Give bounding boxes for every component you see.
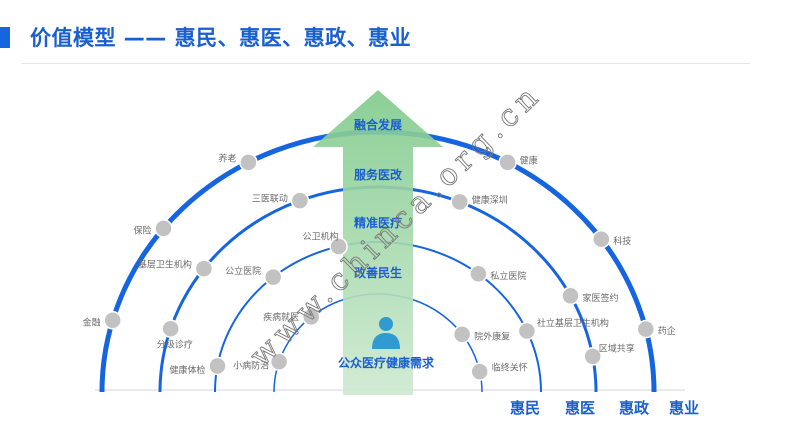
node-label-second-left-1: 三医联动 <box>252 194 288 205</box>
node-inner-left-2 <box>269 352 289 371</box>
node-second-right-3 <box>583 347 602 366</box>
node-outer-right-2 <box>592 229 611 249</box>
node-label-inner-left-1: 疾病就医 <box>263 311 299 323</box>
node-label-outer-right-1: 健康 <box>520 154 538 166</box>
title-accent-bar <box>0 27 10 48</box>
node-third-left-3 <box>208 356 227 376</box>
node-label-second-right-1: 健康深圳 <box>472 194 508 206</box>
node-second-left-1 <box>290 191 310 210</box>
bottom-label-huizheng: 惠政 <box>619 399 650 417</box>
node-second-right-1 <box>450 192 469 212</box>
node-label-third-left-3: 健康体检 <box>169 364 205 376</box>
node-label-outer-right-3: 药企 <box>658 325 676 337</box>
bottom-label-huiyi: 惠医 <box>565 399 595 417</box>
node-inner-left-1 <box>301 307 321 327</box>
node-label-third-right-1: 私立医院 <box>490 270 526 282</box>
node-label-third-left-1: 公卫机构 <box>303 231 339 243</box>
node-label-inner-right-2: 临终关怀 <box>492 362 528 374</box>
node-second-left-2 <box>194 259 214 278</box>
node-outer-left-1 <box>239 153 258 172</box>
node-label-third-left-2: 公立医院 <box>225 265 261 277</box>
node-second-right-2 <box>561 286 580 306</box>
bottom-label-huiye: 惠业 <box>669 399 699 417</box>
node-third-left-1 <box>329 237 348 256</box>
node-label-second-right-3: 区域共享 <box>599 342 635 354</box>
node-outer-left-3 <box>103 311 122 330</box>
node-label-third-right-2: 社立基层卫生机构 <box>537 317 609 329</box>
node-label-outer-right-2: 科技 <box>613 235 631 247</box>
node-outer-left-2 <box>154 219 173 238</box>
arrow-level-1: 融合发展 <box>354 117 402 132</box>
node-inner-right-2 <box>470 362 489 381</box>
node-label-inner-right-1: 院外康复 <box>474 330 510 342</box>
bottom-label-huimin: 惠民 <box>510 399 540 417</box>
node-outer-right-1 <box>498 153 517 172</box>
node-label-second-right-2: 家医签约 <box>583 292 619 304</box>
arrow-level-2: 服务医改 <box>354 167 403 182</box>
person-icon <box>372 317 400 349</box>
node-second-left-3 <box>161 319 180 338</box>
node-label-outer-left-3: 金融 <box>83 316 101 328</box>
page-title: 价值模型 —— 惠民、惠医、惠政、惠业 <box>30 26 412 50</box>
arrow-level-3: 精准医疗 <box>354 215 402 230</box>
node-inner-right-1 <box>452 325 472 344</box>
node-label-second-left-2: 基层卫生机构 <box>138 259 192 271</box>
node-label-inner-left-2: 小病防治 <box>233 360 269 372</box>
node-third-right-2 <box>517 321 537 341</box>
arrow-base-label: 公众医疗健康需求 <box>338 355 435 370</box>
title-divider <box>22 63 750 64</box>
node-outer-right-3 <box>636 319 656 339</box>
central-arrow <box>313 90 443 395</box>
node-third-right-1 <box>469 264 488 284</box>
node-third-left-2 <box>263 267 283 287</box>
node-label-outer-left-1: 养老 <box>218 152 236 164</box>
arrow-level-4: 改善民生 <box>354 265 402 280</box>
node-label-second-left-3: 分级诊疗 <box>157 339 193 351</box>
node-label-outer-left-2: 保险 <box>133 224 151 236</box>
